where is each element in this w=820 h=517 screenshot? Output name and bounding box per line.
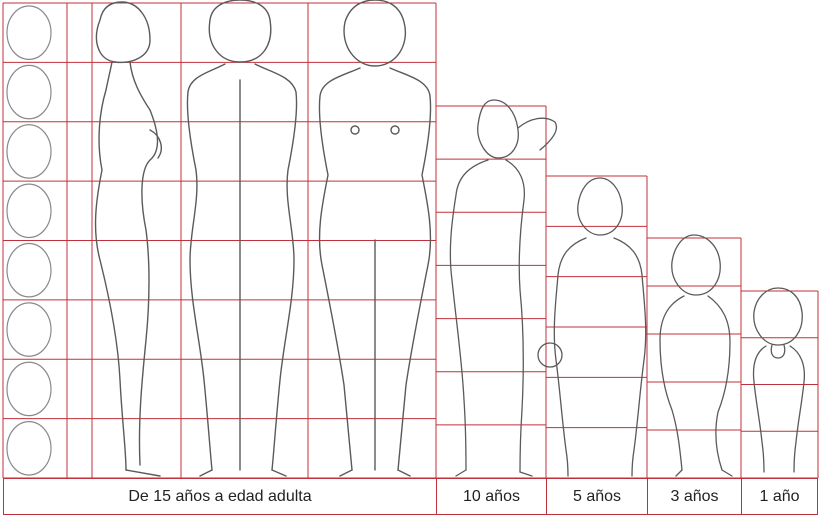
head-unit-oval	[6, 183, 52, 239]
label-adult-text: De 15 años a edad adulta	[128, 487, 312, 505]
proportion-grid	[2, 2, 819, 479]
head-unit-oval	[6, 64, 52, 120]
label-adult: De 15 años a edad adulta	[3, 478, 437, 515]
adult-figure-back	[186, 0, 298, 477]
label-3-years: 3 años	[647, 478, 742, 515]
label-10-years: 10 años	[436, 478, 547, 515]
adult-figure-front	[318, 0, 432, 477]
head-unit-ovals	[6, 5, 52, 476]
head-unit-oval	[6, 124, 52, 179]
label-1-year: 1 año	[741, 478, 818, 515]
child-figure-3-years	[659, 234, 733, 477]
head-unit-oval	[6, 242, 52, 298]
child-figure-5-years	[537, 177, 647, 477]
label-5-years: 5 años	[546, 478, 648, 515]
head-unit-oval	[6, 421, 52, 476]
label-10-years-text: 10 años	[463, 487, 520, 505]
child-figure-1-year	[752, 287, 806, 473]
head-unit-oval	[6, 361, 52, 417]
adult-figure-side	[94, 1, 162, 477]
head-unit-oval	[6, 302, 52, 357]
label-3-years-text: 3 años	[670, 487, 719, 505]
label-1-year-text: 1 año	[759, 487, 800, 505]
label-5-years-text: 5 años	[572, 487, 622, 505]
head-unit-oval	[6, 5, 52, 60]
child-figure-10-years	[449, 99, 558, 477]
